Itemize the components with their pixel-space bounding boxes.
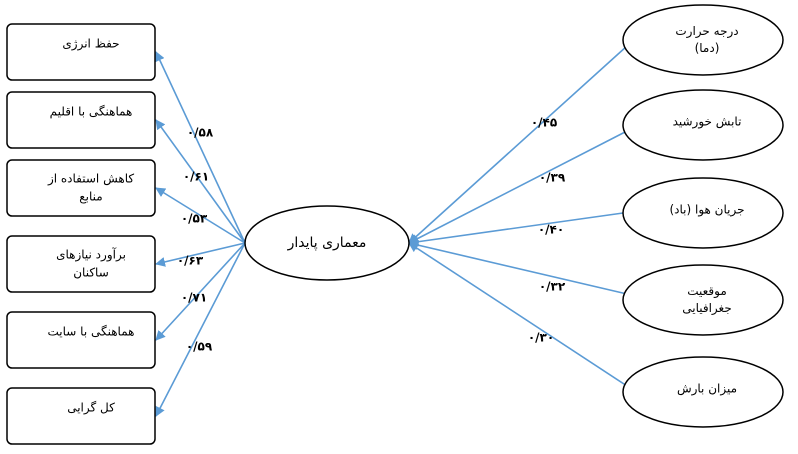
outcome-coefficient-1: ۰/۶۱: [183, 170, 209, 184]
outcome-rect-0: [6, 23, 156, 81]
factor-coefficient-2: ۰/۴۰: [538, 223, 564, 237]
outcome-label-2-line-1: منابع: [79, 190, 102, 204]
outcome-rect-2: [6, 159, 156, 217]
factor-label-3-line-0: موقعیت: [687, 284, 727, 299]
arrow-to-outcome-2: [155, 187, 246, 244]
outcome-rect-4: [6, 311, 156, 369]
factor-coefficient-3: ۰/۳۲: [539, 280, 566, 294]
outcome-box-0: حفظ انرژی: [6, 23, 156, 81]
factor-ellipse-4: [622, 356, 784, 428]
outcome-label-2-line-0: کاهش استفاده از: [47, 172, 134, 187]
factor-node-4: میزان بارش: [622, 356, 784, 428]
arrow-to-outcome-1: [155, 119, 246, 244]
factor-label-0-line-0: درجه حرارت: [675, 24, 738, 39]
outcome-rect-1: [6, 91, 156, 149]
factor-label-0-line-1: (دما): [695, 41, 720, 55]
outcome-coefficient-3: ۰/۶۳: [177, 254, 204, 268]
center-label: معماری پایدار: [287, 235, 367, 251]
arrow-from-factor-2: [408, 212, 624, 247]
arrow-to-outcome-0: [155, 51, 246, 244]
arrow-from-factor-1: [408, 130, 628, 244]
factor-coefficient-4: ۰/۳۰: [528, 331, 554, 345]
factor-label-4-line-0: میزان بارش: [677, 382, 737, 397]
outcome-coefficient-5: ۰/۵۹: [186, 340, 213, 354]
outcome-coefficient-4: ۰/۷۱: [181, 291, 207, 305]
factor-node-1: تابش خورشید: [622, 89, 784, 161]
outcome-box-1: هماهنگی با اقلیم: [6, 91, 156, 149]
factor-ellipse-0: [622, 4, 784, 76]
outcome-coefficient-0: ۰/۵۸: [187, 126, 214, 140]
outcome-rect-3: [6, 235, 156, 293]
factor-coefficient-0: ۰/۴۵: [531, 116, 557, 130]
outcome-box-4: هماهنگی با سایت: [6, 311, 156, 369]
factor-node-0: درجه حرارت (دما): [622, 4, 784, 76]
arrow-to-outcome-3: [155, 242, 246, 267]
outcome-label-1-line-0: هماهنگی با اقلیم: [50, 105, 133, 119]
outcome-label-3-line-0: برآورد نیازهای: [56, 247, 126, 263]
outcome-label-0-line-0: حفظ انرژی: [62, 37, 119, 52]
outcome-box-2: کاهش استفاده از منابع: [6, 159, 156, 217]
factor-ellipse-2: [622, 177, 784, 249]
outcome-rect-5: [6, 387, 156, 445]
outcome-box-3: برآورد نیازهای ساکنان: [6, 235, 156, 293]
factor-label-3-line-1: جغرافیایی: [682, 301, 732, 316]
arrow-from-factor-4: [408, 242, 628, 387]
factor-coefficient-1: ۰/۳۹: [539, 171, 566, 185]
factor-label-2-line-0: جریان هوا (باد): [669, 203, 744, 218]
outcome-label-4-line-0: هماهنگی با سایت: [48, 325, 135, 339]
factor-ellipse-3: [622, 264, 784, 336]
center-ellipse: [244, 205, 410, 281]
factor-node-3: موقعیت جغرافیایی: [622, 264, 784, 336]
arrow-to-outcome-4: [155, 242, 246, 341]
arrow-from-factor-3: [408, 240, 628, 295]
arrow-from-factor-0: [408, 45, 628, 244]
factor-node-2: جریان هوا (باد): [622, 177, 784, 249]
factor-ellipse-1: [622, 89, 784, 161]
arrow-to-outcome-5: [155, 242, 246, 417]
outcome-coefficient-2: ۰/۵۳: [181, 212, 208, 226]
factor-label-1-line-0: تابش خورشید: [673, 115, 742, 130]
outcome-box-5: کل گرایی: [6, 387, 156, 445]
outcome-label-3-line-1: ساکنان: [73, 266, 109, 280]
outcome-label-5-line-0: کل گرایی: [67, 401, 115, 416]
center-node: معماری پایدار: [244, 205, 410, 281]
